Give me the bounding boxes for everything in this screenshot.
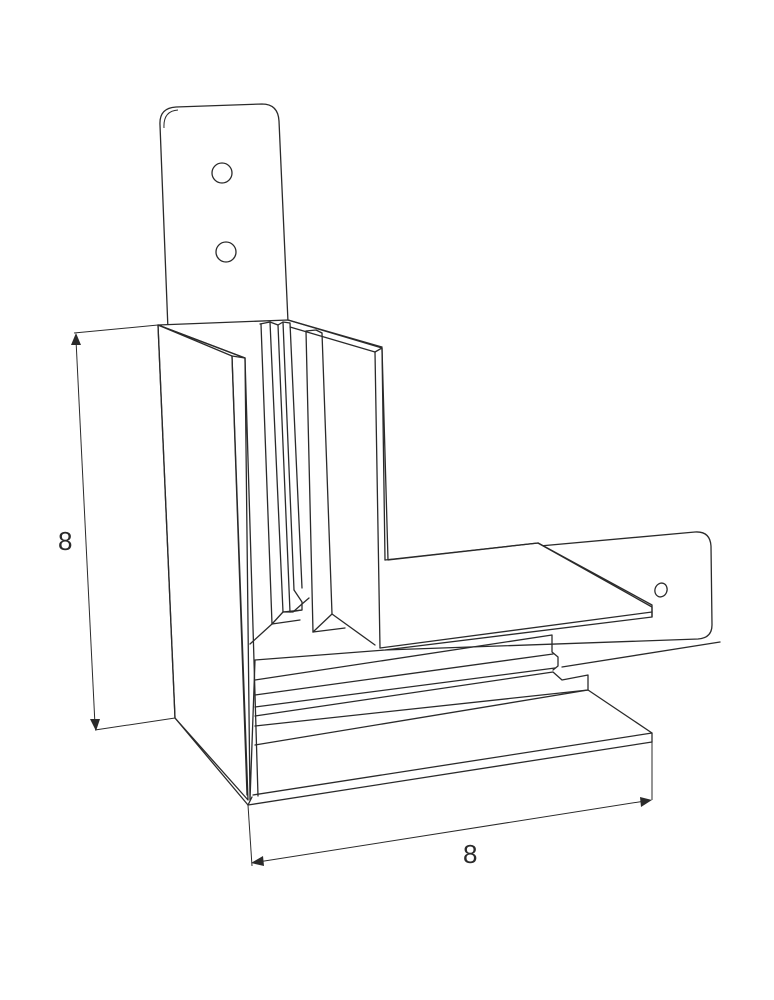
vertical-dimension: [71, 324, 176, 731]
vertical-channel: [157, 319, 653, 801]
arrowhead-up-icon: [71, 333, 81, 345]
base-profile: [247, 634, 721, 806]
mounting-hole-icon: [215, 241, 237, 263]
vertical-dimension-label: 8: [58, 526, 73, 556]
horizontal-dimension: [247, 742, 653, 867]
left-outer-wall: [157, 324, 259, 806]
horizontal-dimension-label: 8: [463, 839, 478, 869]
mounting-hole-icon: [211, 162, 233, 184]
arrowhead-left-icon: [251, 856, 264, 866]
mounting-hole-icon: [654, 582, 668, 598]
top-mounting-tab: [159, 103, 289, 331]
arrowhead-down-icon: [90, 719, 100, 731]
arrowhead-right-icon: [640, 797, 652, 807]
